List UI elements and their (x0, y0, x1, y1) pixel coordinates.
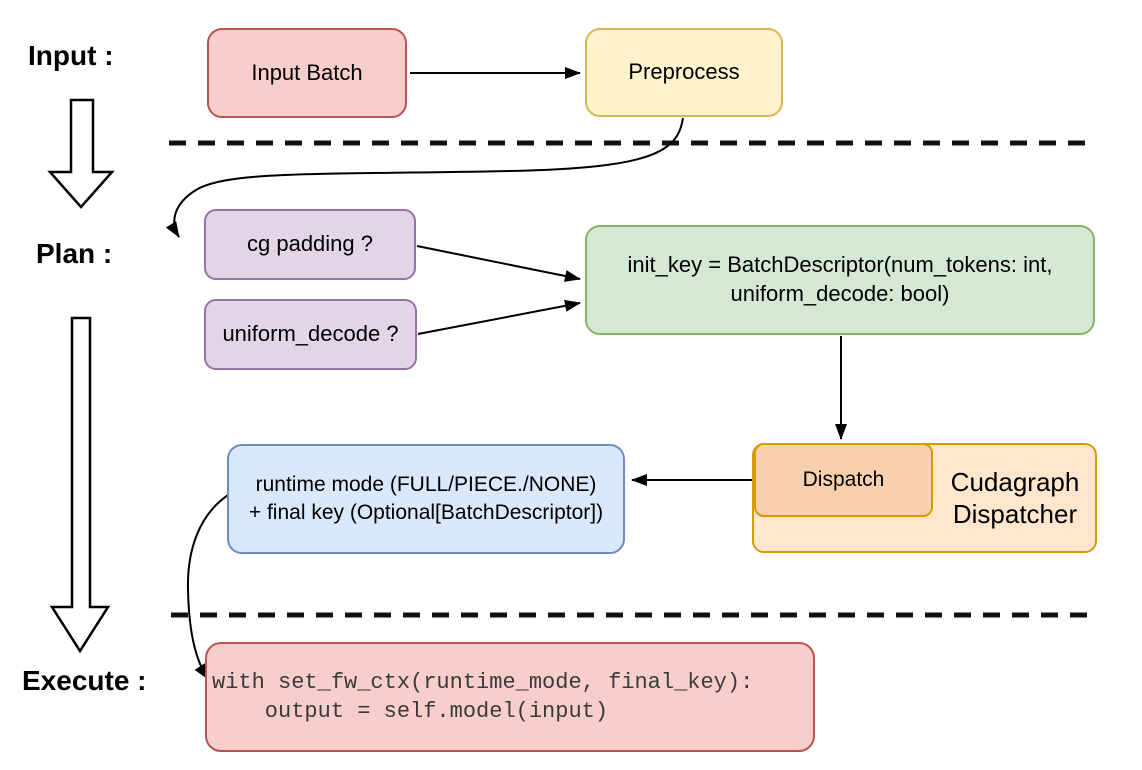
node-execute-code: with set_fw_ctx(runtime_mode, final_key)… (205, 642, 815, 752)
stage-label-execute: Execute : (22, 665, 147, 696)
execute-code-line1: with set_fw_ctx(runtime_mode, final_key)… (212, 670, 754, 695)
node-uniform-decode: uniform_decode ? (204, 299, 417, 370)
node-runtime-mode-line1: runtime mode (FULL/PIECE./NONE) (255, 472, 597, 496)
node-init-key-label: init_key = BatchDescriptor(num_tokens: i… (627, 252, 1053, 306)
node-input-batch-label: Input Batch (251, 59, 363, 85)
input-to-plan-big-arrow-icon (47, 98, 115, 209)
node-runtime-mode: runtime mode (FULL/PIECE./NONE) + final … (227, 444, 625, 554)
node-preprocess: Preprocess (585, 28, 783, 117)
node-dispatch: Dispatch (754, 443, 933, 517)
node-runtime-mode-line2: + final key (Optional[BatchDescriptor]) (248, 501, 604, 524)
node-cudagraph-dispatcher-label-wrap: Cudagraph Dispatcher (930, 443, 1100, 553)
node-cudagraph-dispatcher-label: Cudagraph Dispatcher (950, 466, 1080, 530)
node-cg-padding: cg padding ? (204, 209, 416, 280)
node-cg-padding-label: cg padding ? (247, 231, 373, 257)
plan-to-execute-big-arrow-icon (49, 316, 111, 654)
node-init-key: init_key = BatchDescriptor(num_tokens: i… (585, 225, 1095, 335)
node-dispatch-label: Dispatch (802, 468, 885, 492)
arrow-uniform-decode-to-init-key (417, 299, 581, 335)
node-uniform-decode-label: uniform_decode ? (222, 321, 399, 347)
execute-code-line2: output = self.model(input) (212, 699, 609, 724)
node-preprocess-label: Preprocess (628, 59, 740, 85)
stage-label-plan: Plan : (36, 238, 113, 269)
arrow-cg-padding-to-init-key (416, 245, 581, 282)
node-input-batch: Input Batch (207, 28, 407, 118)
stage-label-input: Input : (28, 40, 114, 71)
